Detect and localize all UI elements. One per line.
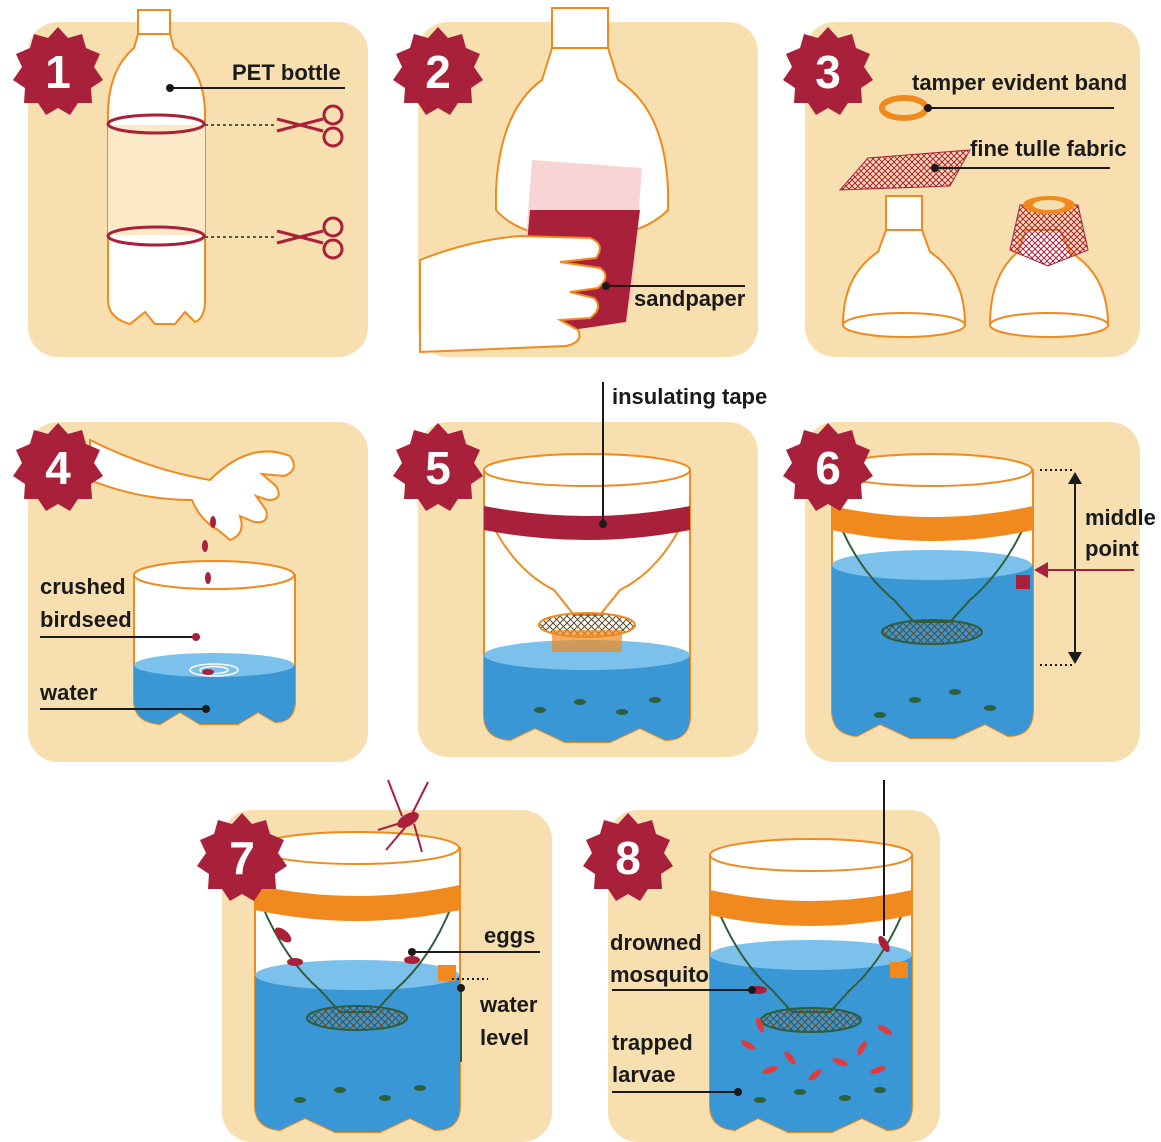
step-3-panel: tamper evident band fine tulle fabric 3	[783, 22, 1140, 357]
trap-illustration	[255, 832, 460, 1132]
label-sandpaper: sandpaper	[634, 286, 746, 311]
trap-illustration	[832, 454, 1033, 738]
step-number: 2	[425, 46, 451, 98]
trap-illustration	[484, 454, 690, 742]
label-tulle-fabric: fine tulle fabric	[970, 136, 1126, 161]
hand-illustration	[420, 236, 606, 352]
step-number: 3	[815, 46, 841, 98]
label-larvae: larvae	[612, 1062, 676, 1087]
label-insulating-tape: insulating tape	[612, 384, 767, 409]
label-eggs: eggs	[484, 923, 535, 948]
label-mosquito: mosquito	[610, 962, 709, 987]
step-4-panel: crushed birdseed water 4	[13, 422, 368, 762]
step-6-panel: middle point 6	[783, 422, 1156, 762]
label-crushed: crushed	[40, 574, 126, 599]
step-7-panel: eggs water level 7	[197, 780, 552, 1142]
label-tamper-band: tamper evident band	[912, 70, 1127, 95]
label-pet-bottle: PET bottle	[232, 60, 341, 85]
step-number: 4	[45, 442, 71, 494]
step-number: 8	[615, 832, 641, 884]
label-middle: middle	[1085, 505, 1156, 530]
label-water: water	[39, 680, 98, 705]
label-birdseed: birdseed	[40, 607, 132, 632]
step-number: 5	[425, 442, 451, 494]
step-8-panel: drowned mosquito trapped larvae 8	[583, 780, 940, 1142]
step-5-panel: insulating tape 5	[393, 382, 767, 757]
step-2-panel: sandpaper 2	[393, 8, 758, 357]
label-point: point	[1085, 536, 1139, 561]
label-drowned: drowned	[610, 930, 702, 955]
container-illustration	[134, 561, 295, 724]
step-1-panel: PET bottle 1	[13, 10, 368, 357]
step-number: 7	[229, 832, 255, 884]
trap-illustration	[710, 839, 912, 1132]
step-number: 6	[815, 442, 841, 494]
step-number: 1	[45, 46, 71, 98]
label-level: level	[480, 1025, 529, 1050]
label-trapped: trapped	[612, 1030, 693, 1055]
label-water: water	[479, 992, 538, 1017]
